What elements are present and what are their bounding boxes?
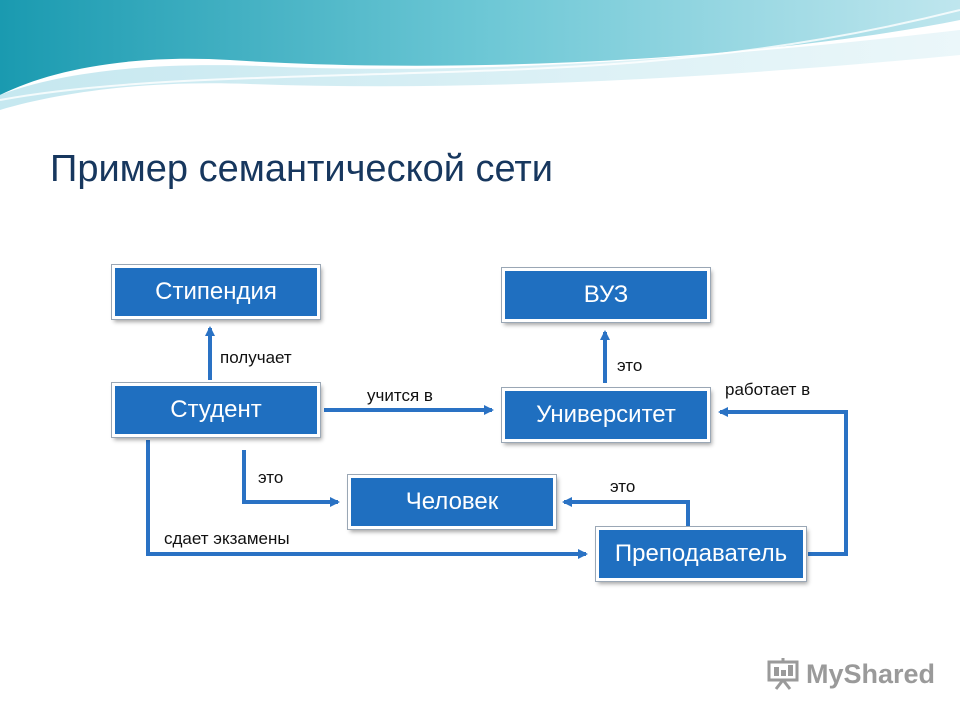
header-waves [0, 0, 960, 110]
label-sdaet: сдает экзамены [164, 529, 290, 548]
label-eto-vuz: это [617, 356, 643, 375]
brand-logo: MyShared [766, 656, 935, 692]
node-prepodavatel: Преподаватель [595, 526, 807, 582]
label-eto-student: это [258, 468, 284, 487]
slide-title: Пример семантической сети [50, 148, 554, 190]
edge-student-chelovek [242, 450, 340, 507]
edge-prepod-chelovek [562, 497, 690, 526]
label-rabotaet: работает в [725, 380, 811, 399]
presentation-board-icon [767, 658, 799, 690]
node-stipendiya: Стипендия [111, 264, 321, 320]
node-vuz: ВУЗ [501, 267, 711, 323]
label-poluchaet: получает [220, 348, 292, 367]
edge-prepod-universitet [718, 407, 848, 556]
node-universitet: Университет [501, 387, 711, 443]
brand-name: MyShared [806, 658, 936, 689]
label-eto-prepod: это [610, 477, 636, 496]
edge-student-prepod [146, 440, 588, 559]
node-student: Студент [111, 382, 321, 438]
node-chelovek: Человек [347, 474, 557, 530]
label-uchitsya: учится в [367, 386, 433, 405]
